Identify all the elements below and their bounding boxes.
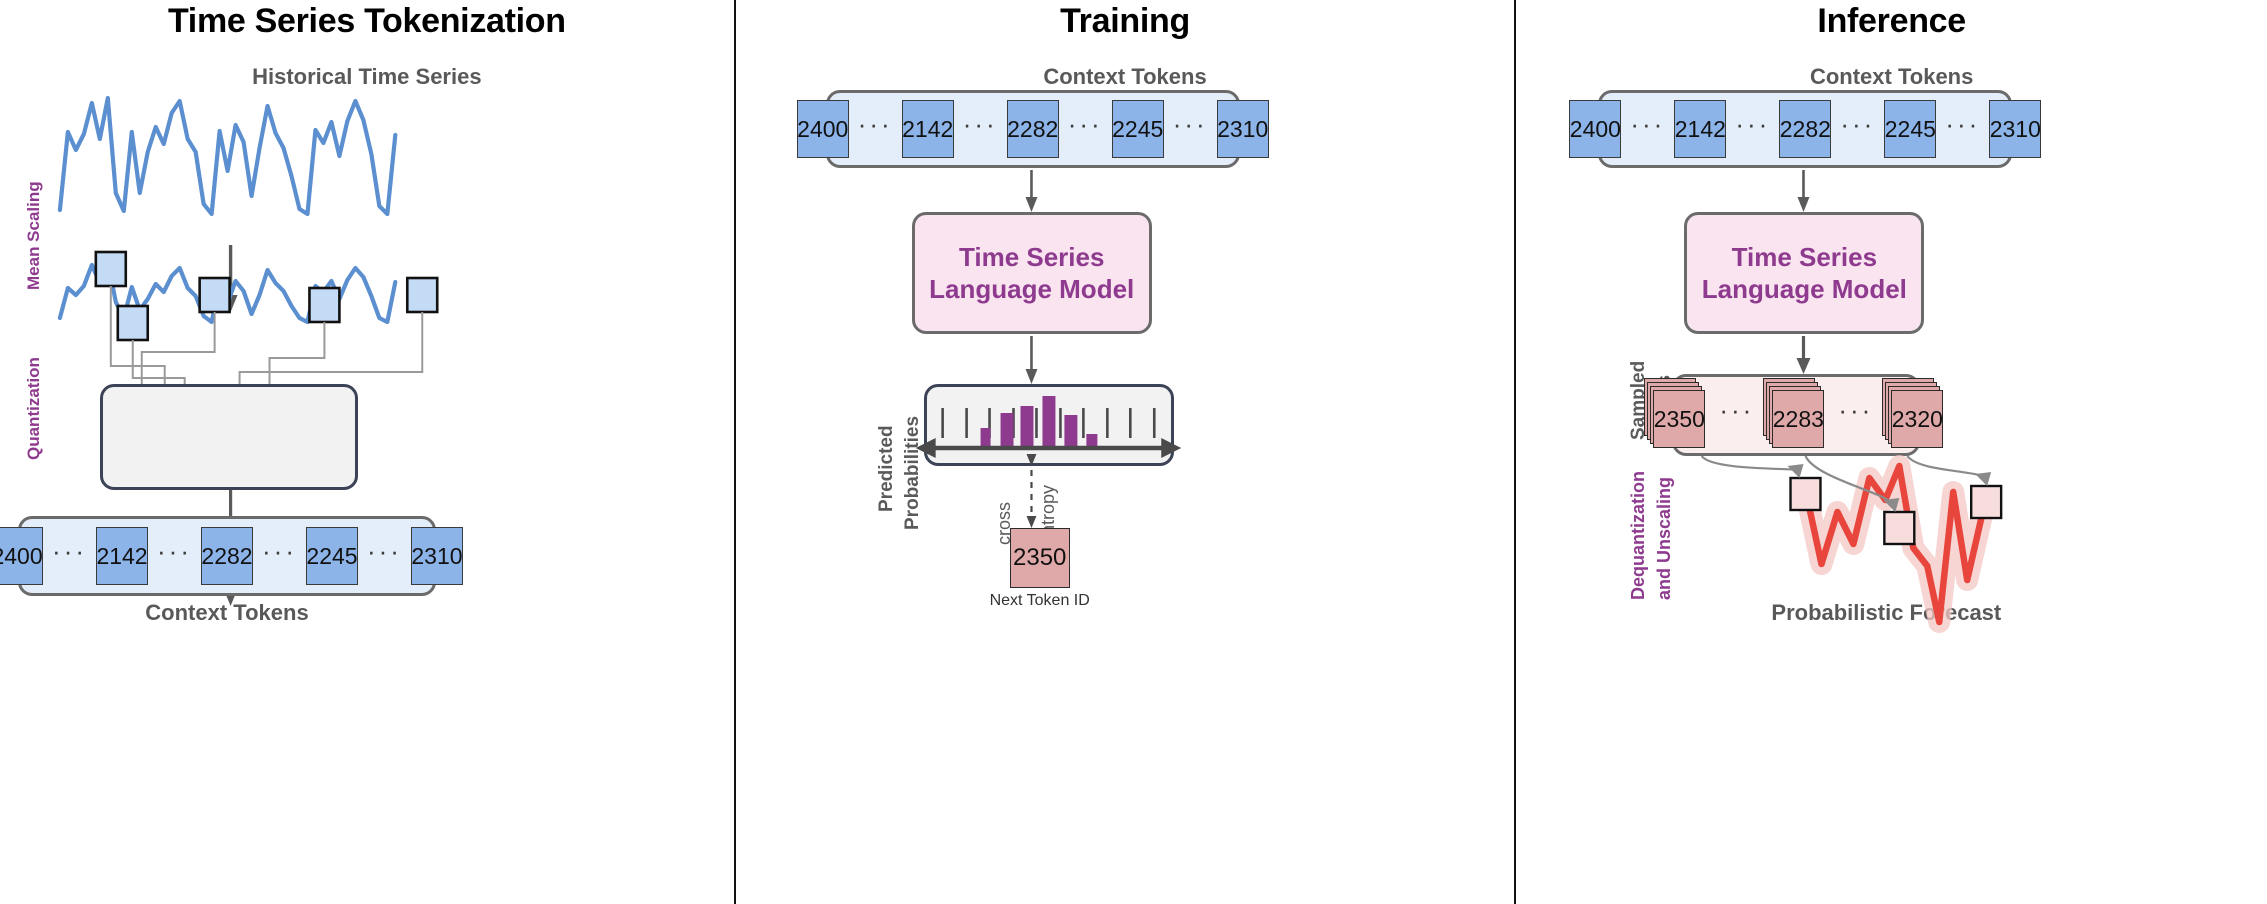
next-token-id-caption: Next Token ID — [989, 592, 1090, 609]
model-label-line2: Language Model — [929, 274, 1135, 304]
panel-title-inference: Inference — [1817, 2, 1966, 40]
token-chip[interactable]: 2400 — [0, 527, 44, 585]
ellipsis: ··· — [857, 108, 893, 139]
context-tokens-strip-inference[interactable]: 2400 ··· 2142 ··· 2282 ··· 2245 ··· 2310 — [1569, 90, 2042, 168]
predicted-probabilities-label-line2: Probabilities — [901, 415, 923, 530]
historical-series-chart — [57, 95, 398, 217]
context-tokens-caption-inference: Context Tokens — [1809, 64, 1974, 89]
panel-divider-2 — [1514, 0, 1517, 904]
arrow-model-to-probabilities — [1025, 336, 1038, 384]
panel-inference: Inference Context Tokens 2400 ··· 2142 ·… — [1516, 0, 2267, 904]
ellipsis: ··· — [1840, 108, 1876, 139]
token-chip[interactable]: 2142 — [96, 527, 149, 585]
model-label-line1: Time Series — [1731, 241, 1878, 272]
token-chip[interactable]: 2310 — [1216, 100, 1269, 158]
scaled-series-chart — [57, 258, 398, 325]
context-tokens-strip-tokenization[interactable]: 2400 ··· 2142 ··· 2282 ··· 2245 ··· 2310 — [0, 516, 463, 596]
panel-title-training: Training — [1060, 2, 1190, 40]
sampled-token-chip[interactable]: 2320 — [1891, 390, 1944, 448]
sampled-token-chip[interactable]: 2283 — [1772, 390, 1825, 448]
scaled-series-line — [57, 258, 398, 325]
mean-scaling-label: Mean Scaling — [24, 181, 43, 290]
ellipsis: ··· — [366, 535, 402, 566]
token-chip[interactable]: 2245 — [1884, 100, 1937, 158]
panel-title-tokenization: Time Series Tokenization — [167, 2, 566, 40]
token-chip[interactable]: 2142 — [901, 100, 954, 158]
context-tokens-caption-training: Context Tokens — [1043, 64, 1207, 89]
model-label-line2: Language Model — [1701, 274, 1907, 304]
forecast-line — [1802, 462, 1987, 626]
arrow-tokens-to-model — [1025, 170, 1038, 212]
token-chip[interactable]: 2400 — [1569, 100, 1622, 158]
token-chip[interactable]: 2310 — [410, 527, 463, 585]
ellipsis: ··· — [52, 535, 88, 566]
predicted-probabilities-box — [923, 384, 1174, 466]
token-chip[interactable]: 2310 — [1989, 100, 2042, 158]
arrow-tokens-to-model — [1797, 170, 1810, 212]
token-chip[interactable]: 2282 — [1779, 100, 1832, 158]
ellipsis: ··· — [157, 535, 192, 566]
dequantized-value-boxes — [1789, 476, 2003, 546]
ellipsis: ··· — [1735, 108, 1771, 139]
quantization-selection-boxes — [94, 250, 439, 342]
sampled-token-chip[interactable]: 2350 — [1653, 390, 1706, 448]
mean-scaling-arrow — [223, 245, 238, 312]
token-chip[interactable]: 2245 — [305, 527, 358, 585]
token-chip[interactable]: 2245 — [1111, 100, 1164, 158]
forecast-uncertainty-band — [1794, 455, 1995, 633]
ellipsis: ··· — [1719, 394, 1755, 425]
dequantization-arrows — [1701, 455, 1987, 505]
dequantization-label-line2: and Unscaling — [1654, 476, 1675, 600]
probabilistic-forecast-caption: Probabilistic Forecast — [1771, 600, 2002, 625]
dequantization-arrowheads — [1787, 464, 1992, 512]
sampled-token-stack[interactable]: 2283 — [1763, 378, 1829, 452]
panel-divider-1 — [733, 0, 736, 904]
ellipsis: ··· — [1067, 108, 1103, 139]
ellipsis: ··· — [262, 535, 297, 566]
sampled-tokens-strip[interactable]: 2350 ··· 2283 ··· 2320 — [1644, 374, 1944, 456]
panel-training: Training Context Tokens 2400 ··· 2142 ··… — [736, 0, 1515, 904]
panel-tokenization: Time Series Tokenization Historical Time… — [0, 0, 734, 904]
ellipsis: ··· — [1945, 108, 1981, 139]
arrow-model-to-sampled-tokens — [1796, 336, 1811, 374]
model-label-line1: Time Series — [958, 241, 1105, 272]
token-chip[interactable]: 2142 — [1674, 100, 1727, 158]
predicted-probabilities-label-line1: Predicted — [875, 425, 897, 512]
historical-time-series-label: Historical Time Series — [252, 64, 482, 89]
token-chip[interactable]: 2282 — [1006, 100, 1059, 158]
ellipsis: ··· — [962, 108, 998, 139]
next-token-id-chip[interactable]: 2350 — [1009, 528, 1070, 588]
dequantization-label-line1: Dequantization — [1628, 471, 1649, 600]
ellipsis: ··· — [1172, 108, 1208, 139]
historical-series-line — [57, 95, 398, 217]
context-tokens-strip-training[interactable]: 2400 ··· 2142 ··· 2282 ··· 2245 ··· 2310 — [796, 90, 1269, 168]
ellipsis: ··· — [1838, 394, 1874, 425]
token-chip[interactable]: 2282 — [201, 527, 253, 585]
token-chip[interactable]: 2400 — [796, 100, 849, 158]
ellipsis: ··· — [1630, 108, 1666, 139]
time-series-language-model-box-inference[interactable]: Time Series Language Model — [1684, 212, 1925, 334]
quantization-box — [100, 384, 358, 490]
sampled-token-stack[interactable]: 2350 — [1644, 378, 1710, 452]
quantization-label: Quantization — [24, 357, 43, 460]
time-series-language-model-box-training[interactable]: Time Series Language Model — [911, 212, 1152, 334]
sampled-token-stack[interactable]: 2320 — [1882, 378, 1948, 452]
context-tokens-caption-tokenization: Context Tokens — [145, 600, 309, 625]
